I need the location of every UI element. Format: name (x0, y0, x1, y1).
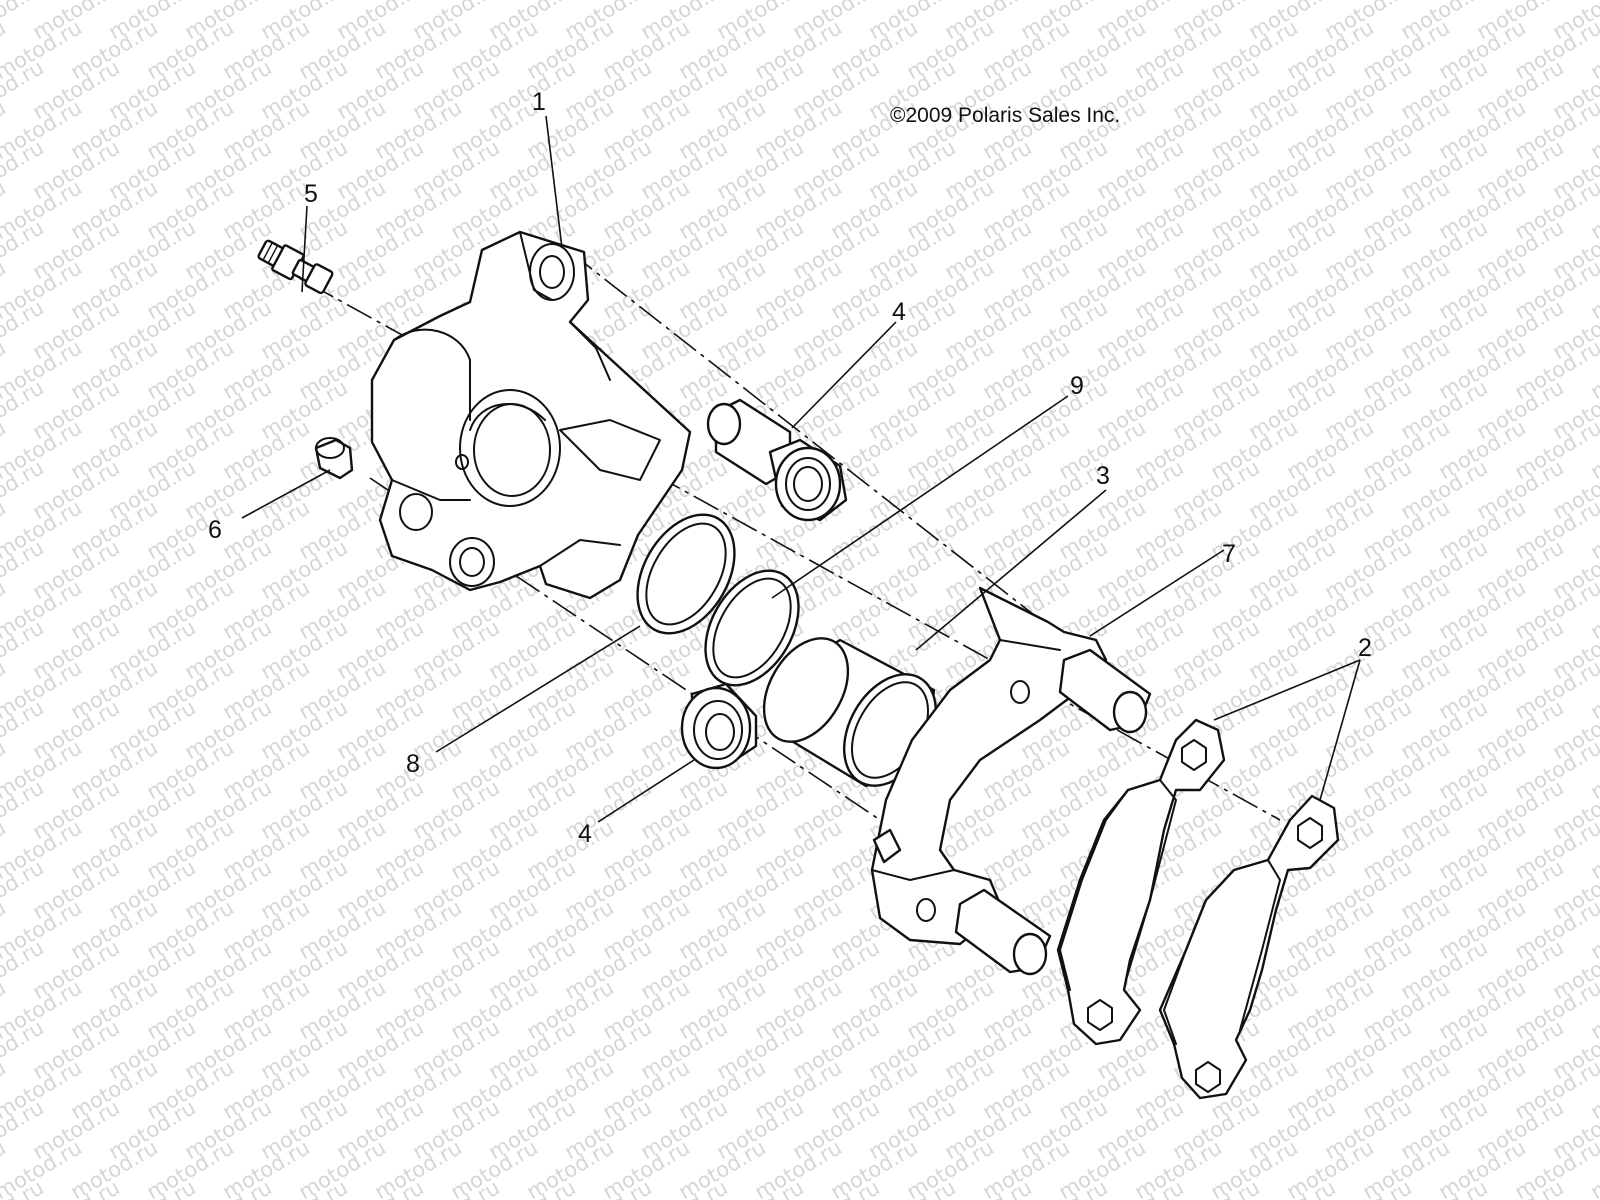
dust-seal (636, 513, 736, 635)
brake-pad-front (1056, 718, 1226, 1046)
callout-3: 3 (1096, 462, 1110, 490)
copyright-notice: ©2009 Polaris Sales Inc. (890, 104, 1120, 127)
callout-5: 5 (304, 180, 318, 208)
bleeder-cap (314, 437, 354, 480)
callout-6: 6 (208, 516, 222, 544)
callout-7: 7 (1222, 540, 1236, 568)
callout-2: 2 (1358, 634, 1372, 662)
leader-lines (241, 115, 1361, 823)
piston (762, 637, 938, 788)
callout-4-upper: 4 (892, 298, 906, 326)
guide-pin-upper (706, 398, 848, 522)
callout-9: 9 (1070, 372, 1084, 400)
piston-seal (704, 569, 800, 687)
bleeder-valve (257, 239, 334, 295)
callout-8: 8 (406, 750, 420, 778)
caliper-body (370, 230, 692, 600)
brake-pad-rear (1158, 794, 1340, 1100)
callout-labels: 1 2 3 4 4 5 6 7 8 9 (208, 88, 1372, 848)
callout-1: 1 (532, 88, 546, 116)
callout-4-lower: 4 (578, 820, 592, 848)
pin-boot-lower (680, 682, 758, 770)
caliper-bracket (870, 586, 1152, 976)
